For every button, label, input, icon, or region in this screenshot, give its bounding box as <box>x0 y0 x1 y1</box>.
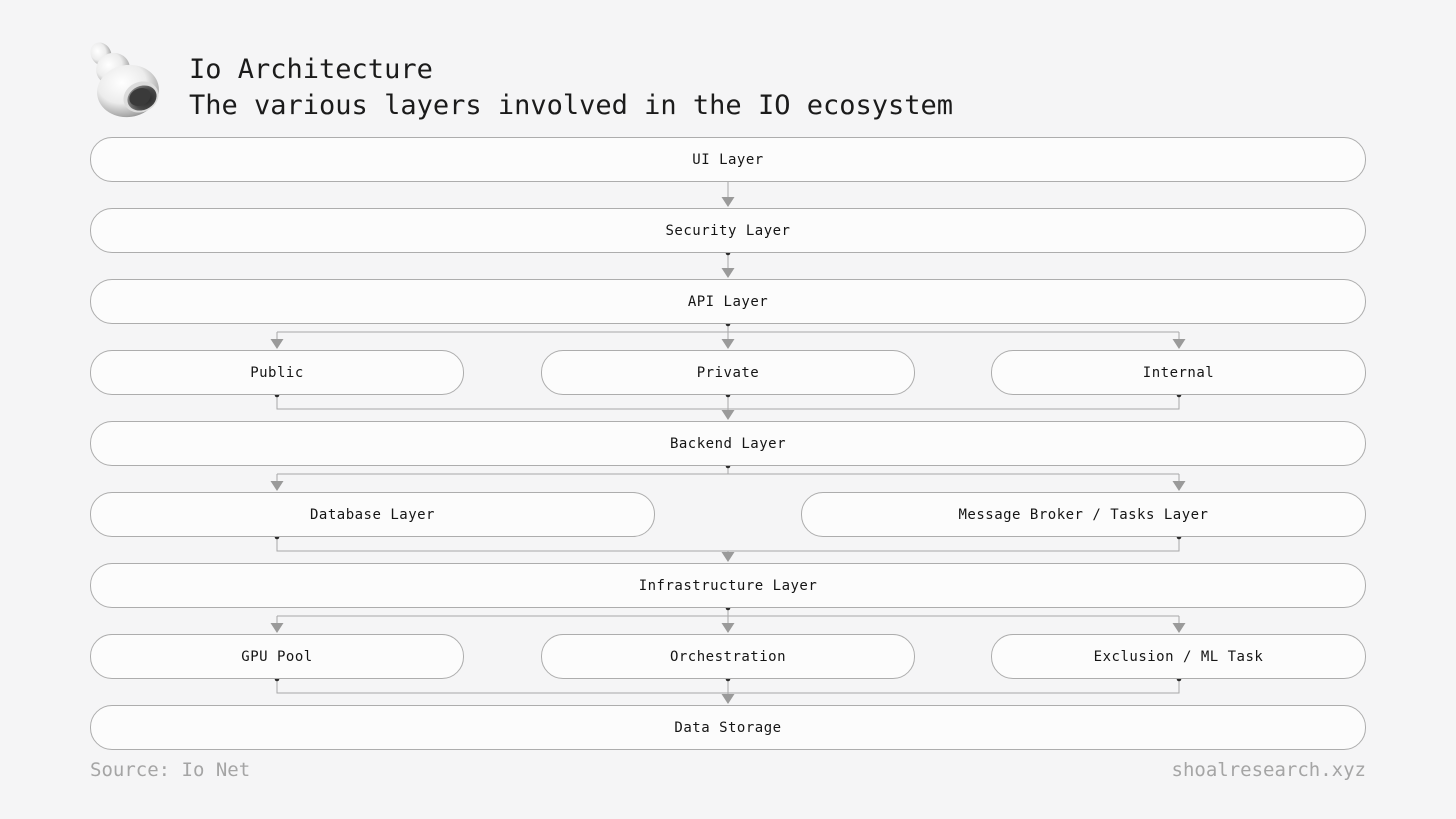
node-private: Private <box>541 350 915 395</box>
node-internal: Internal <box>991 350 1366 395</box>
node-exclusion-ml-task: Exclusion / ML Task <box>991 634 1366 679</box>
node-public: Public <box>90 350 464 395</box>
site-credit: shoalresearch.xyz <box>1171 759 1366 781</box>
source-credit: Source: Io Net <box>90 759 251 781</box>
edge-infrastructure-to-children <box>270 608 1186 633</box>
seashell-logo-icon <box>90 42 159 118</box>
node-message-broker-layer: Message Broker / Tasks Layer <box>801 492 1366 537</box>
node-database-layer: Database Layer <box>90 492 655 537</box>
node-security-layer: Security Layer <box>90 208 1366 253</box>
edge-children-to-backend <box>276 395 1180 420</box>
node-data-storage: Data Storage <box>90 705 1366 750</box>
node-api-layer: API Layer <box>90 279 1366 324</box>
node-backend-layer: Backend Layer <box>90 421 1366 466</box>
edge-api-to-children <box>270 324 1186 349</box>
edge-children-to-storage <box>276 679 1180 704</box>
page-title: Io Architecture <box>189 54 433 85</box>
edge-children-to-infrastructure <box>276 537 1180 562</box>
edge-backend-to-children <box>270 466 1186 491</box>
node-ui-layer: UI Layer <box>90 137 1366 182</box>
page-subtitle: The various layers involved in the IO ec… <box>189 90 954 121</box>
node-infrastructure-layer: Infrastructure Layer <box>90 563 1366 608</box>
node-gpu-pool: GPU Pool <box>90 634 464 679</box>
node-orchestration: Orchestration <box>541 634 915 679</box>
